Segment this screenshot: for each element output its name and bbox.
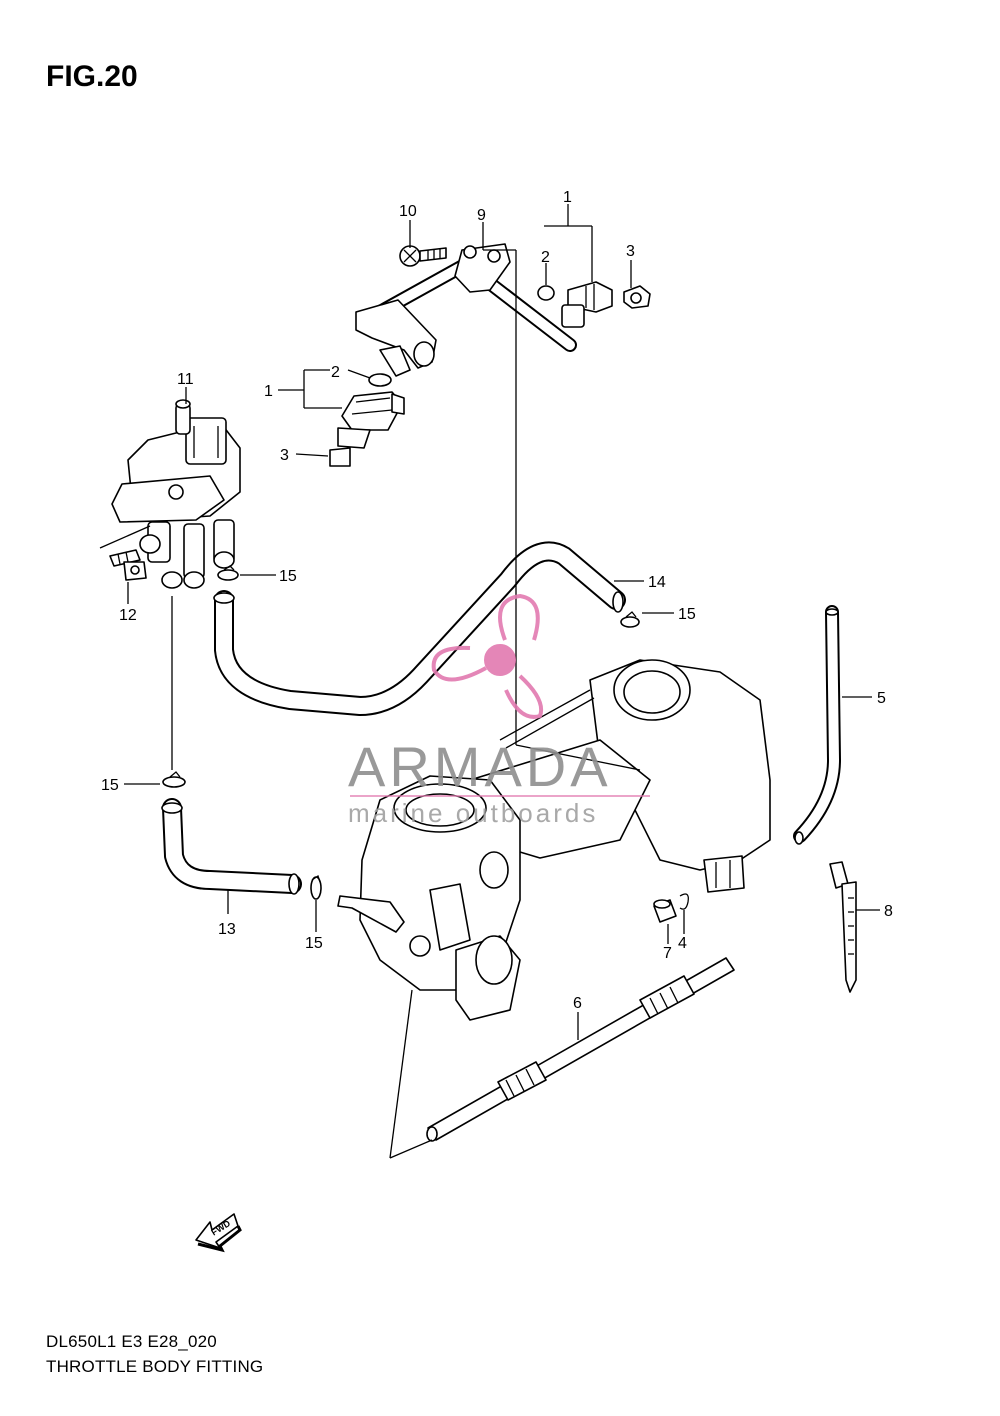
hose-clamp[interactable] [310,874,322,900]
callout-1: 1 [563,189,572,206]
hose-long[interactable] [213,541,626,716]
callout-5: 5 [877,690,886,707]
throttle-pipe[interactable] [426,957,735,1142]
model-code: DL650L1 E3 E28_020 [46,1332,217,1351]
leader-lines [99,204,880,1159]
watermark-brand: ARMADA [348,735,612,798]
cap[interactable] [653,899,677,923]
callout-4: 4 [678,935,687,952]
clip[interactable] [679,893,689,910]
callout-15: 15 [678,606,696,623]
hose-short[interactable] [161,798,302,895]
watermark-tagline: marine outboards [348,798,598,828]
fuel-delivery-pipe[interactable] [355,243,577,377]
propeller-logo-icon [431,593,543,719]
figure-caption: THROTTLE BODY FITTING [46,1357,264,1376]
hose-clamp[interactable] [217,565,239,581]
callout-2: 2 [331,364,340,381]
callout-8: 8 [884,903,893,920]
hose-clamp[interactable] [162,771,186,788]
callout-labels: 10 9 1 2 3 11 2 1 3 15 14 15 12 5 15 8 1… [101,189,893,1012]
bolt[interactable] [109,549,147,581]
throttle-body-assembly[interactable] [337,659,771,1021]
callout-2: 2 [541,249,550,266]
vacuum-hose[interactable] [793,605,842,845]
callout-15: 15 [305,935,323,952]
callout-6: 6 [573,995,582,1012]
callout-3: 3 [280,447,289,464]
callout-7: 7 [663,945,672,962]
callout-15: 15 [279,568,297,585]
callout-15: 15 [101,777,119,794]
callout-12: 12 [119,607,137,624]
callout-10: 10 [399,203,417,220]
callout-9: 9 [477,207,486,224]
callout-3: 3 [626,243,635,260]
cable-tie[interactable] [829,861,857,993]
hose-clamp[interactable] [620,611,640,628]
callout-14: 14 [648,574,666,591]
isc-valve[interactable] [111,399,241,589]
callout-1: 1 [264,383,273,400]
fuel-injector-upper[interactable] [537,281,651,328]
screw[interactable] [399,245,447,267]
callout-11: 11 [177,371,194,388]
armada-watermark: ARMADA marine outboards [348,593,650,828]
fwd-arrow-icon: FWD [195,1213,242,1253]
callout-13: 13 [218,921,236,938]
fuel-injector-lower[interactable] [329,373,405,467]
figure-title: FIG.20 [46,60,138,93]
